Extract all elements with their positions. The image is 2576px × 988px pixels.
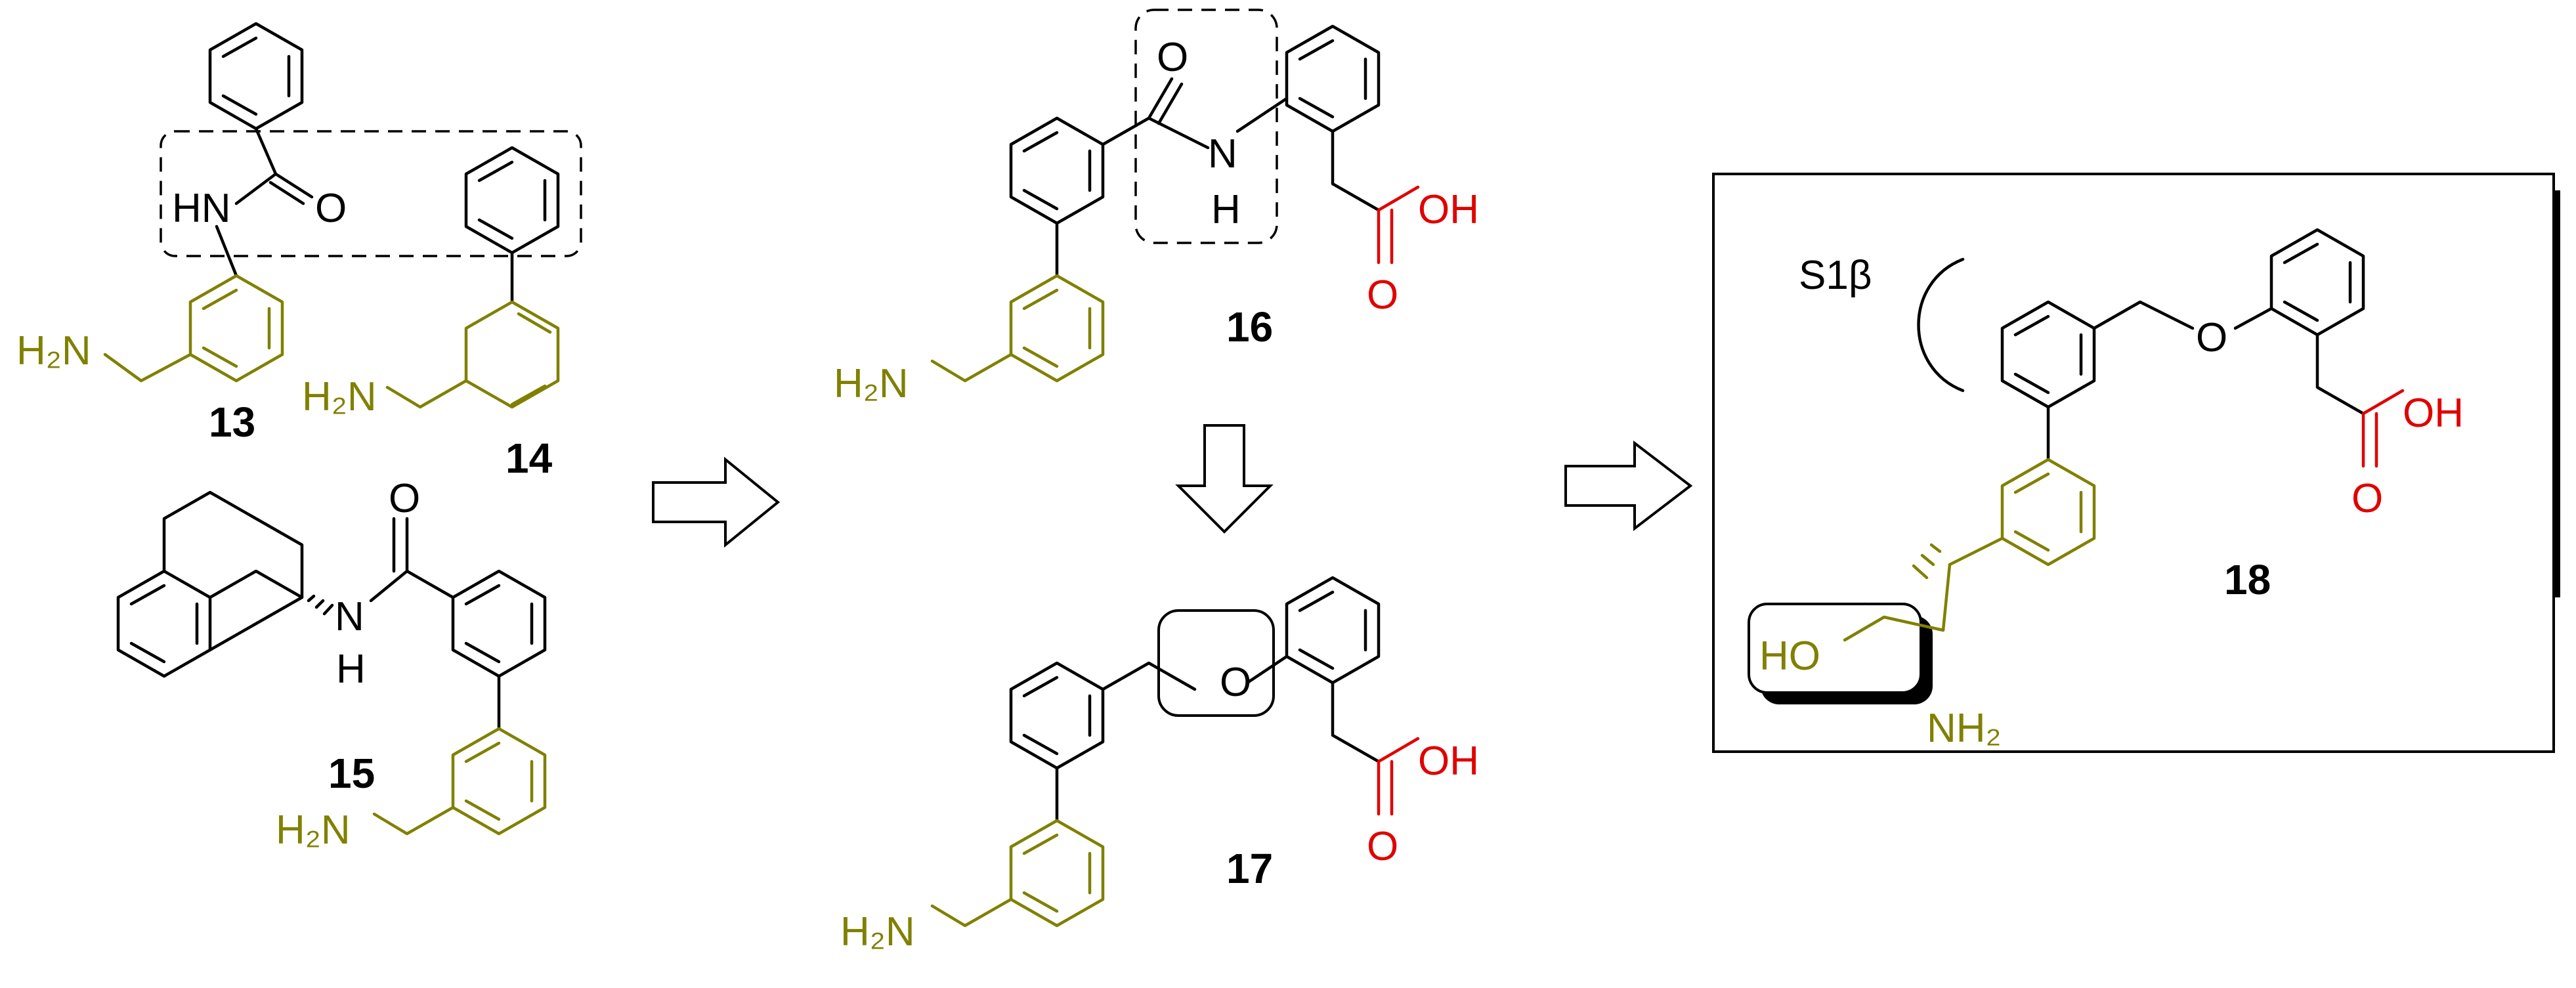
ether-o-label-18: O (2196, 315, 2227, 360)
compound-17: O OH O H₂N 17 (840, 576, 1479, 955)
compound-number-13: 13 (209, 398, 255, 446)
dashed-highlight-16 (1134, 9, 1278, 244)
oxygen-label-15: O (389, 476, 420, 521)
compound-16: O N H OH O H₂N 16 (834, 24, 1479, 406)
s1beta-label: S1β (1799, 253, 1872, 298)
compound-13: O HN H₂N 13 (16, 22, 347, 446)
carbonyl-o-label-16: O (1367, 272, 1398, 318)
n-label-16: N (1208, 131, 1237, 177)
frame-shadow-bar (2552, 190, 2560, 597)
oxygen-label-13: O (315, 186, 347, 231)
h2n-label-13: H₂N (16, 328, 91, 374)
arrow-right-2 (1564, 440, 1693, 532)
h2n-label-14: H₂N (302, 374, 377, 419)
compound-number-17: 17 (1226, 845, 1273, 892)
n-label-15: N (335, 594, 364, 639)
h-label-15: H (336, 647, 366, 692)
h2n-label-16: H₂N (834, 361, 909, 406)
compound-number-15: 15 (328, 750, 375, 797)
carbonyl-o-label-17: O (1367, 824, 1398, 869)
compound-14: H₂N 14 (302, 146, 560, 482)
h2n-label-17: H₂N (840, 909, 915, 955)
h-label-16: H (1211, 187, 1241, 232)
hn-label-13: HN (172, 186, 231, 231)
dashed-highlight-13-14 (160, 130, 582, 257)
ether-highlight-17 (1157, 609, 1275, 717)
oh-label-17: OH (1418, 739, 1479, 784)
ho-label-18-boxed: HO (1759, 634, 1820, 679)
oh-label-16: OH (1418, 187, 1479, 232)
compound-number-14: 14 (505, 435, 553, 482)
carbonyl-o-label-18: O (2351, 476, 2383, 521)
arrow-right-1 (652, 456, 781, 548)
h2n-label-15: H₂N (276, 807, 351, 853)
compound-number-18: 18 (2224, 556, 2271, 603)
arrow-down (1175, 424, 1274, 534)
oh-label-18: OH (2403, 391, 2464, 436)
oxygen-label-16: O (1157, 35, 1188, 80)
nh2-label-18: NH₂ (1927, 706, 2002, 751)
ho-highlight-box (1748, 603, 1922, 694)
s1beta-arc (1917, 257, 1965, 393)
compound-number-16: 16 (1226, 303, 1273, 351)
compound-15: N H O H₂N 15 (116, 476, 547, 853)
